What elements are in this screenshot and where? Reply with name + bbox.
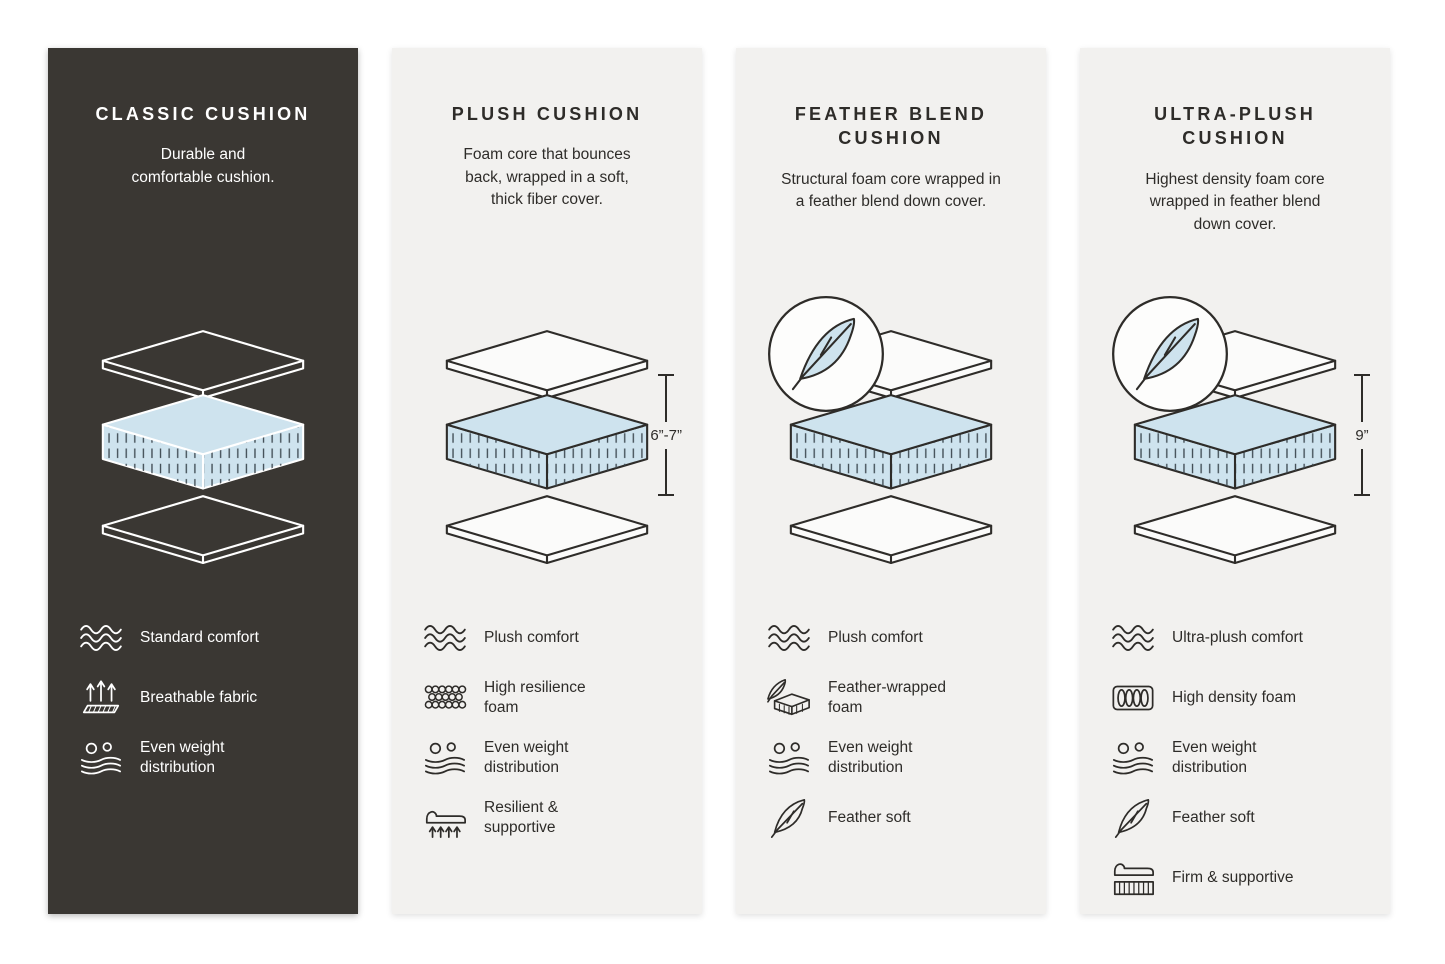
firm-supportive-icon (1110, 856, 1156, 900)
feature-row: Even weight distribution (766, 732, 1016, 784)
feature-row: Even weight distribution (1110, 732, 1360, 784)
feature-label: Firm & supportive (1172, 868, 1294, 886)
feather-badge-icon (764, 292, 888, 416)
cushion-layers-illustration (79, 308, 327, 568)
feature-row: Breathable fabric (78, 672, 328, 724)
feature-row: High density foam (1110, 672, 1360, 724)
card-title: CLASSIC CUSHION (95, 104, 311, 124)
feature-list: Standard comfort Breathable fabric Even … (78, 612, 328, 784)
measure-cap (658, 494, 675, 496)
cushion-diagram: 9” (1108, 270, 1370, 600)
waves-icon (766, 616, 812, 660)
feature-row: Resilient & supportive (422, 792, 672, 844)
feature-label: Even weight distribution (1172, 738, 1257, 776)
feature-label: Even weight distribution (484, 738, 569, 776)
card-description: Foam core that bounces back, wrapped in … (463, 146, 631, 209)
height-measurement: 6”-7” (650, 374, 682, 496)
card-title: FEATHER BLEND CUSHION (794, 104, 988, 149)
measure-line (1361, 448, 1363, 494)
feature-row: Firm & supportive (1110, 852, 1360, 904)
feature-row: Ultra-plush comfort (1110, 612, 1360, 664)
measure-cap (1354, 494, 1370, 496)
feature-row: Feather soft (1110, 792, 1360, 844)
cushion-layers-illustration (423, 308, 671, 568)
feature-label: Plush comfort (828, 628, 923, 646)
height-value: 6”-7” (650, 426, 682, 444)
card-description: Structural foam core wrapped in a feathe… (781, 170, 1001, 211)
feather-wrapped-foam-icon (766, 676, 812, 720)
waves-icon (1110, 616, 1156, 660)
feature-row: Even weight distribution (78, 732, 328, 784)
cushion-diagram (78, 270, 328, 600)
cushion-diagram (766, 270, 1016, 600)
feature-row: High resilience foam (422, 672, 672, 724)
measure-line (665, 376, 668, 422)
feature-list: Plush comfort High resilience foam Even … (422, 612, 672, 844)
height-value: 9” (1355, 426, 1369, 444)
weight-distribution-icon (78, 736, 124, 780)
measure-line (1361, 376, 1363, 422)
weight-distribution-icon (766, 736, 812, 780)
resilience-foam-icon (422, 676, 468, 720)
feature-label: Even weight distribution (140, 738, 225, 776)
card-description: Highest density foam core wrapped in fea… (1145, 170, 1325, 233)
card-title: PLUSH CUSHION (451, 104, 643, 124)
feature-row: Plush comfort (766, 612, 1016, 664)
measure-line (665, 448, 668, 494)
high-density-foam-icon (1110, 676, 1156, 720)
feature-label: Even weight distribution (828, 738, 913, 776)
weight-distribution-icon (422, 736, 468, 780)
card-description: Durable and comfortable cushion. (131, 146, 275, 186)
feature-label: High resilience foam (484, 678, 586, 716)
height-measurement: 9” (1354, 374, 1370, 496)
card-ultra-plush-cushion: ULTRA-PLUSH CUSHION Highest density foam… (1080, 48, 1390, 914)
card-plush-cushion: PLUSH CUSHION Foam core that bounces bac… (392, 48, 702, 914)
card-classic-cushion: CLASSIC CUSHION Durable and comfortable … (48, 48, 358, 914)
feature-label: Feather-wrapped foam (828, 678, 947, 716)
feature-label: High density foam (1172, 688, 1297, 706)
feature-label: Feather soft (828, 808, 911, 826)
waves-icon (78, 616, 124, 660)
card-header: PLUSH CUSHION Foam core that bounces bac… (422, 102, 672, 270)
feature-row: Even weight distribution (422, 732, 672, 784)
breathable-fabric-icon (78, 676, 124, 720)
card-header: ULTRA-PLUSH CUSHION Highest density foam… (1110, 102, 1360, 270)
weight-distribution-icon (1110, 736, 1156, 780)
feature-label: Ultra-plush comfort (1172, 628, 1303, 646)
feature-label: Breathable fabric (140, 688, 258, 706)
measure-cap (1354, 374, 1370, 376)
feature-list: Ultra-plush comfort High density foam Ev… (1110, 612, 1360, 904)
resilient-supportive-icon (422, 796, 468, 840)
card-header: FEATHER BLEND CUSHION Structural foam co… (766, 102, 1016, 270)
waves-icon (422, 616, 468, 660)
card-feather-blend-cushion: FEATHER BLEND CUSHION Structural foam co… (736, 48, 1046, 914)
card-header: CLASSIC CUSHION Durable and comfortable … (78, 102, 328, 270)
feature-label: Plush comfort (484, 628, 579, 646)
feather-icon (766, 796, 812, 840)
cushion-diagram: 6”-7” (422, 270, 682, 600)
feather-badge-icon (1108, 292, 1232, 416)
feature-label: Resilient & supportive (484, 798, 559, 836)
feature-list: Plush comfort Feather-wrapped foam Even … (766, 612, 1016, 844)
feature-row: Feather-wrapped foam (766, 672, 1016, 724)
feature-row: Feather soft (766, 792, 1016, 844)
feature-label: Feather soft (1172, 808, 1255, 826)
feature-label: Standard comfort (140, 628, 259, 646)
feature-row: Standard comfort (78, 612, 328, 664)
measure-cap (658, 374, 675, 376)
feature-row: Plush comfort (422, 612, 672, 664)
card-title: ULTRA-PLUSH CUSHION (1154, 104, 1316, 149)
feather-icon (1110, 796, 1156, 840)
